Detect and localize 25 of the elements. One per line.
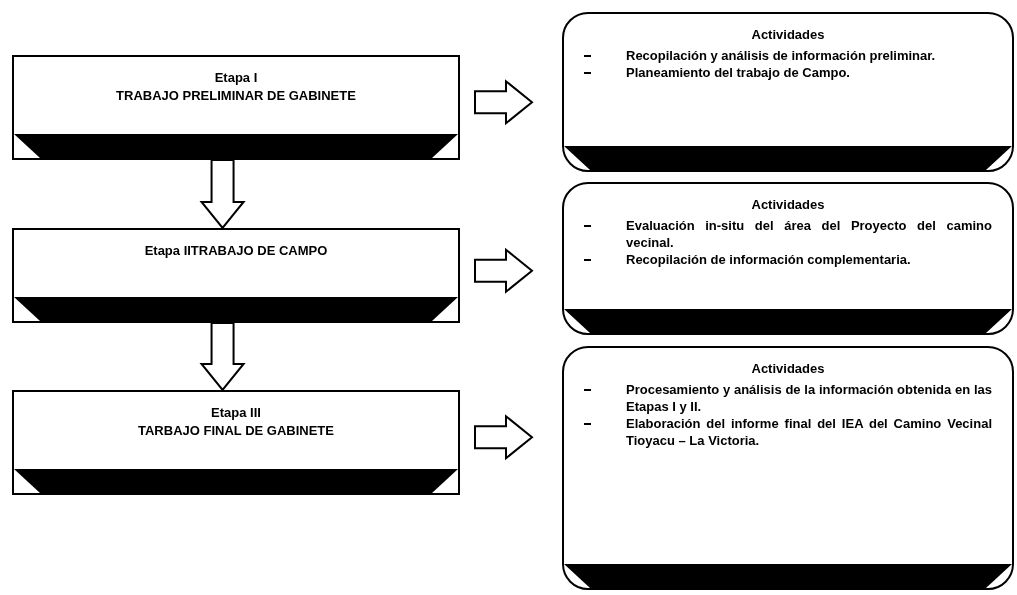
- block-arrow: [199, 322, 246, 392]
- stage-box: [12, 55, 460, 160]
- activity-box: [562, 346, 1014, 590]
- stage-title: Etapa IITRABAJO DE CAMPO: [144, 242, 328, 260]
- activity-heading: Actividades: [750, 360, 826, 377]
- activity-item: Recopilación y análisis de información preliminar.: [626, 47, 936, 64]
- activity-item: Planeamiento del trabajo de Campo.: [626, 64, 850, 81]
- activity-heading: Actividades: [750, 196, 826, 213]
- stage-title: TRABAJO PRELIMINAR DE GABINETE: [116, 87, 356, 105]
- activity-item: Elaboración del informe final del IEA del Camino Vecinal Tioyacu – La Victoria.: [626, 415, 992, 449]
- stage-title: TARBAJO FINAL DE GABINETE: [138, 422, 334, 440]
- activity-item: Recopilación de información complementaria.: [626, 251, 911, 268]
- stage-label: Etapa I: [214, 69, 258, 87]
- block-arrow: [199, 159, 246, 230]
- activity-item: Procesamiento y análisis de la información obtenida en las Etapas I y II.: [626, 381, 992, 415]
- block-arrow: [474, 79, 534, 126]
- activity-box: [562, 182, 1014, 335]
- stage-box: [12, 390, 460, 495]
- activity-heading: Actividades: [750, 26, 826, 43]
- block-arrow: [474, 247, 534, 294]
- activity-box: [562, 12, 1014, 172]
- activity-item: Evaluación in-situ del área del Proyecto del camino vecinal.: [626, 217, 992, 251]
- block-arrow: [474, 414, 534, 461]
- stage-box: [12, 228, 460, 323]
- stage-label: Etapa III: [211, 404, 261, 422]
